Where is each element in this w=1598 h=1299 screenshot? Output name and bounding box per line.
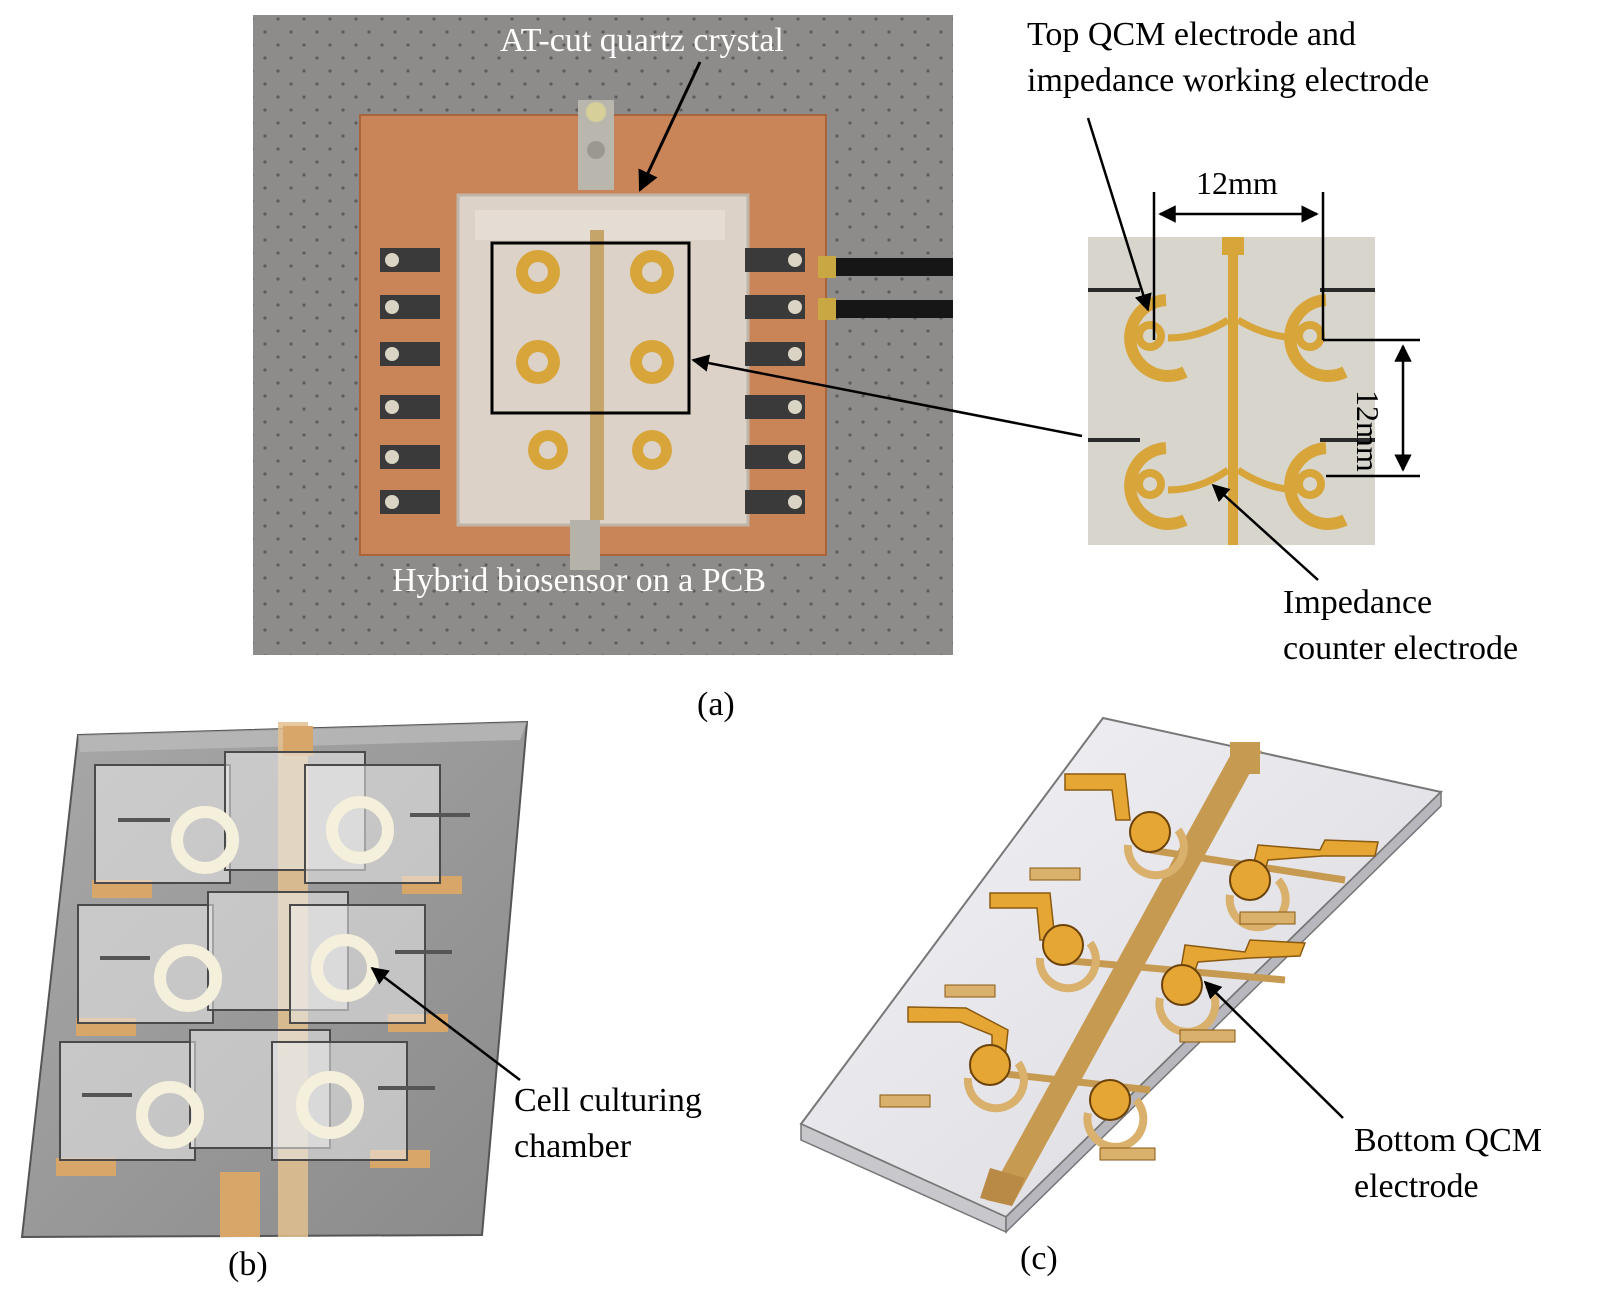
top-electrode-arrow [1086, 117, 1152, 312]
dimension-horizontal [1152, 192, 1325, 340]
caption-c: (c) [1020, 1240, 1058, 1277]
chamber-model [20, 720, 529, 1239]
zoom-arrow [691, 354, 1083, 438]
counter-electrode-arrow [1211, 483, 1319, 581]
counter-electrode-label-line2: counter electrode [1283, 630, 1519, 667]
top-electrode-label-line1: Top QCM electrode and [1027, 16, 1357, 53]
counter-electrode-label-line1: Impedance [1283, 584, 1433, 621]
dimension-vertical-label: 12mm [1350, 390, 1386, 472]
bottom-electrode-label-line2: electrode [1354, 1168, 1479, 1205]
dimension-vertical [1323, 338, 1420, 478]
quartz-arrow [638, 61, 702, 192]
chamber-arrow [370, 966, 521, 1081]
quartz-crystal-label: AT-cut quartz crystal [500, 22, 784, 59]
zoom-chip [1088, 237, 1375, 545]
chip-model [799, 716, 1444, 1234]
chamber-label-line1: Cell culturing [514, 1082, 702, 1119]
bottom-electrode-label-line1: Bottom QCM [1354, 1122, 1542, 1159]
chamber-label-line2: chamber [514, 1128, 632, 1165]
caption-a: (a) [697, 686, 735, 723]
top-electrode-label-line2: impedance working electrode [1027, 62, 1430, 99]
caption-b: (b) [228, 1246, 268, 1283]
bottom-electrode-arrow [1203, 980, 1344, 1119]
pcb-label: Hybrid biosensor on a PCB [392, 562, 766, 599]
zoom-box [490, 241, 691, 415]
pcb-photo [253, 15, 953, 655]
dimension-horizontal-label: 12mm [1196, 165, 1278, 201]
